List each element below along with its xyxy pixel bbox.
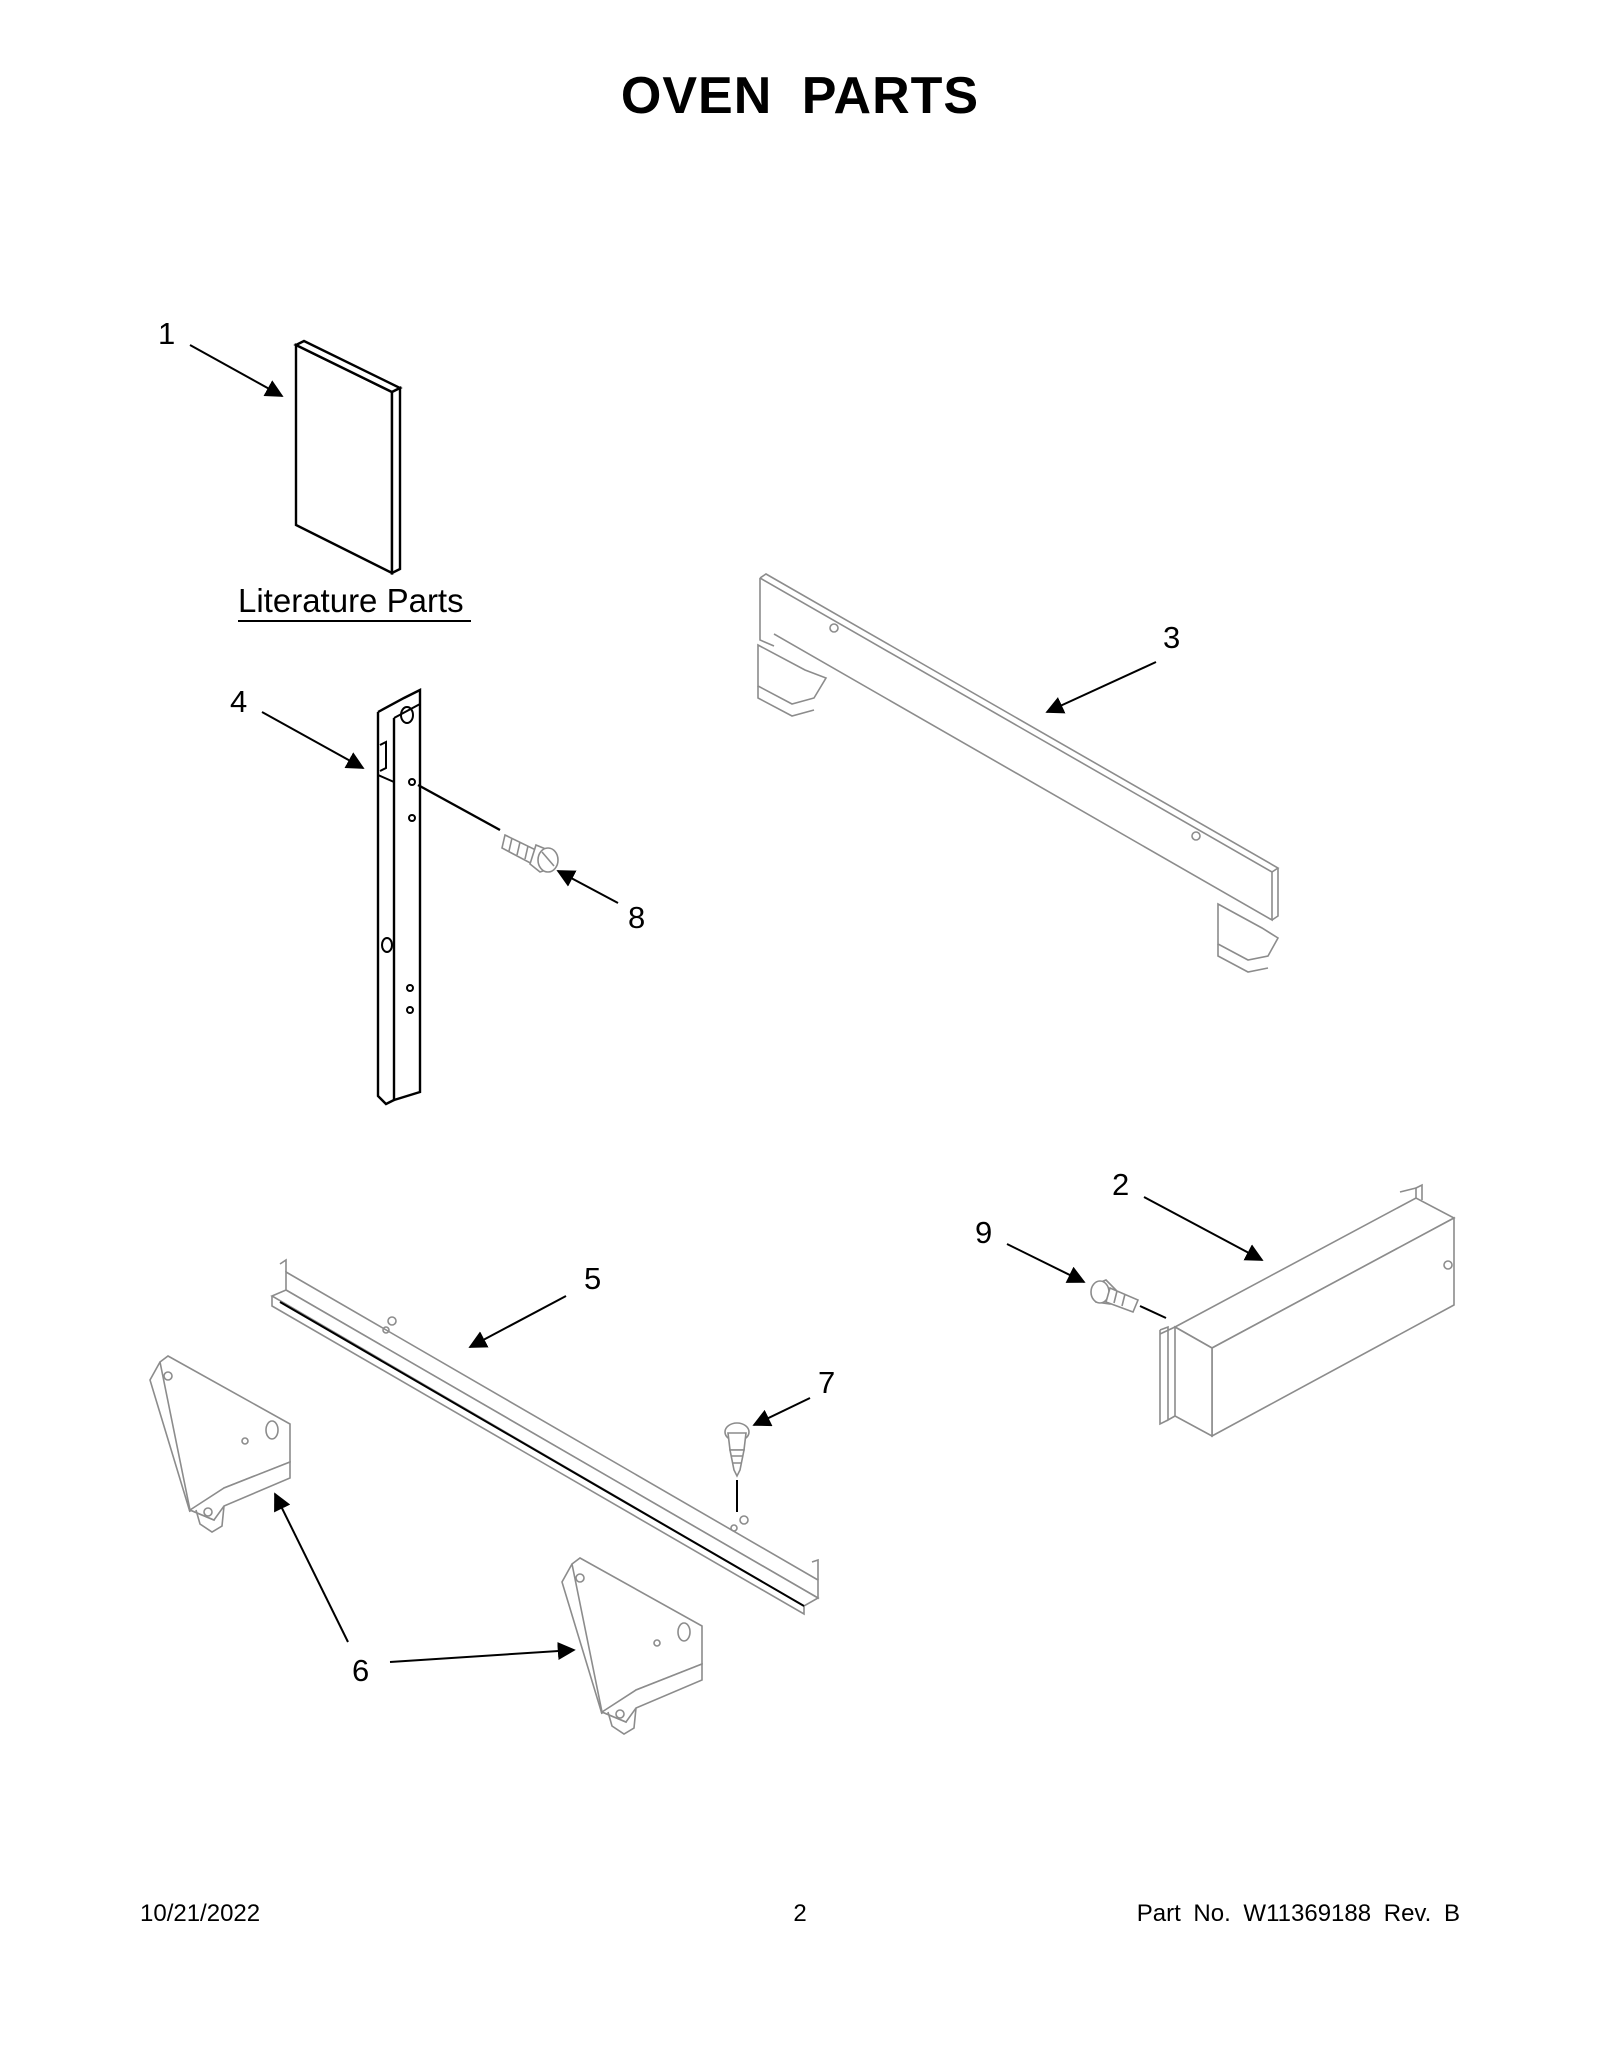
callout-5: 5	[584, 1261, 601, 1296]
leader-line-5	[468, 1295, 567, 1348]
leader-line-9	[1006, 1243, 1086, 1283]
callout-6: 6	[352, 1653, 369, 1688]
callout-8: 8	[628, 900, 645, 935]
leader-line-6b	[389, 1642, 576, 1663]
box-duct-part-2	[1159, 1183, 1456, 1438]
leader-line-8	[556, 870, 619, 904]
leader-line-2	[1143, 1196, 1264, 1261]
screw-axis-8	[417, 783, 501, 832]
literature-booklet-part-1	[293, 339, 403, 575]
screw-part-9	[1090, 1279, 1167, 1319]
vertical-bracket-part-4	[376, 688, 422, 1106]
footer-part-number: Part No. W11369188 Rev. B	[1136, 1900, 1460, 1927]
angle-bar-part-5	[270, 1258, 820, 1616]
callout-7: 7	[818, 1365, 835, 1400]
callout-9: 9	[975, 1215, 992, 1250]
screw-part-7	[724, 1422, 750, 1512]
screw-part-8	[501, 833, 559, 873]
footer-page-number: 2	[793, 1900, 807, 1927]
callout-3: 3	[1163, 620, 1180, 655]
literature-parts-label: Literature Parts	[238, 582, 464, 619]
mounting-bracket-part-6-right	[561, 1557, 703, 1735]
callout-2: 2	[1112, 1167, 1129, 1202]
leader-line-4	[261, 711, 365, 769]
footer-date: 10/21/2022	[140, 1900, 261, 1927]
side-trim-part-3	[757, 573, 1280, 973]
leader-line-7	[752, 1397, 811, 1427]
leader-line-1	[189, 344, 284, 397]
page-title: OVEN PARTS	[620, 67, 980, 125]
mounting-bracket-part-6-left	[149, 1355, 291, 1533]
callout-1: 1	[158, 316, 175, 351]
leader-line-6a	[274, 1492, 349, 1643]
callout-4: 4	[230, 684, 247, 719]
leader-line-3	[1045, 661, 1157, 714]
